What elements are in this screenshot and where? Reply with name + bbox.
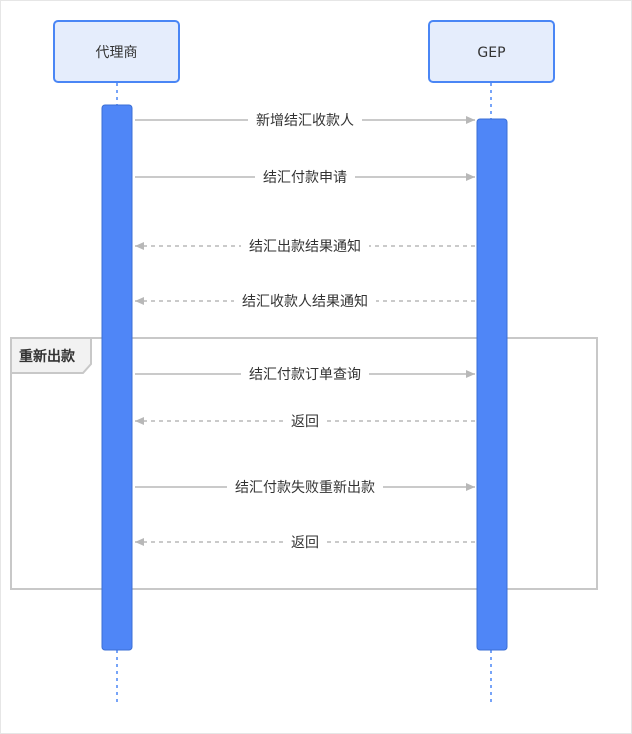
message-label-background [241, 365, 369, 385]
message-label-background [248, 111, 362, 131]
message: 结汇收款人结果通知 [135, 291, 475, 312]
messages: 新增结汇收款人结汇付款申请结汇出款结果通知结汇收款人结果通知结汇付款订单查询返回… [135, 111, 475, 553]
message: 返回 [135, 412, 475, 432]
message-label: 结汇付款申请 [263, 170, 347, 186]
actor-label-agent: 代理商 [96, 45, 138, 61]
message: 结汇付款申请 [135, 168, 475, 188]
activation-bar-gep [476, 118, 508, 651]
message-label-background [241, 236, 369, 257]
message-label: 返回 [291, 414, 319, 430]
activation-bar-agent [101, 104, 133, 651]
message-label: 结汇出款结果通知 [249, 238, 361, 255]
group-label: 重新出款 [19, 348, 76, 365]
message: 结汇付款失败重新出款 [135, 478, 475, 498]
message-label-background [283, 412, 327, 432]
actor-gep[interactable]: GEP [428, 20, 555, 83]
message-label: 结汇付款订单查询 [249, 367, 361, 383]
message: 新增结汇收款人 [135, 111, 475, 131]
message-label-background [255, 168, 355, 188]
actor-agent[interactable]: 代理商 [53, 20, 180, 83]
message-label-background [283, 533, 327, 553]
message-label: 结汇付款失败重新出款 [235, 480, 375, 496]
message: 结汇付款订单查询 [135, 365, 475, 385]
group-tab [10, 337, 92, 374]
actor-label-gep: GEP [477, 45, 505, 61]
message: 返回 [135, 533, 475, 553]
message-label-background [234, 291, 376, 312]
message: 结汇出款结果通知 [135, 236, 475, 257]
message-label: 返回 [291, 535, 319, 551]
group-box: 重新出款 [10, 337, 598, 590]
message-label: 结汇收款人结果通知 [242, 293, 368, 310]
message-label-background [227, 478, 383, 498]
message-label: 新增结汇收款人 [256, 113, 354, 129]
